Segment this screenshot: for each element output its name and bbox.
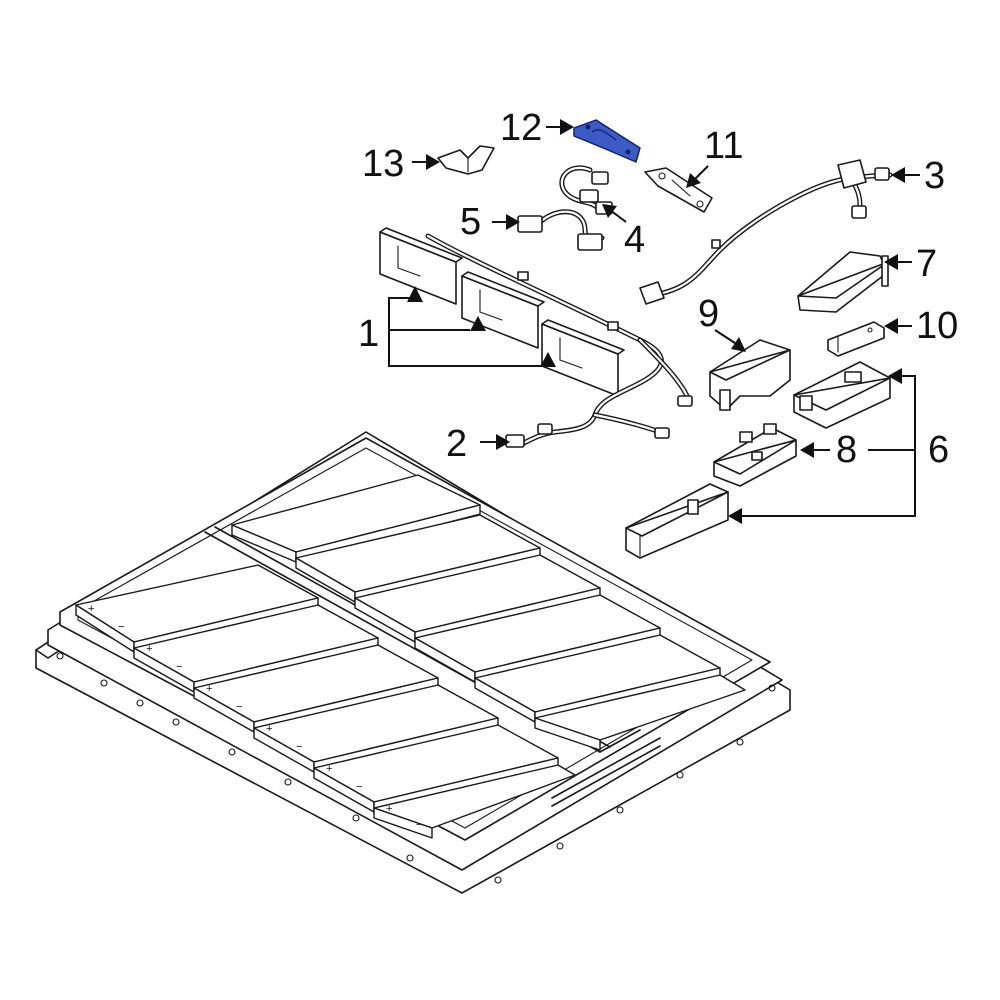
battery-cell-modules: + − + − + − + − + −: [75, 474, 746, 839]
callout-9[interactable]: 9: [698, 293, 719, 335]
cell-plus-mark: +: [326, 763, 332, 775]
callout-8[interactable]: 8: [836, 429, 857, 471]
tray-mounting-holes: [56, 652, 776, 884]
cell-plus-mark: +: [266, 723, 272, 735]
callout-7[interactable]: 7: [916, 243, 937, 285]
cell-minus-mark: −: [176, 661, 182, 673]
part-2-main-harness: [425, 233, 693, 448]
callout-2[interactable]: 2: [446, 423, 467, 465]
part-12-highlighted-bracket[interactable]: [573, 119, 641, 163]
callout-4[interactable]: 4: [624, 219, 645, 261]
part-11-bracket: [644, 167, 713, 213]
cell-minus-mark: −: [416, 819, 422, 831]
callout-11[interactable]: 11: [704, 125, 743, 167]
callout-3[interactable]: 3: [924, 155, 945, 197]
part-3-harness: [639, 159, 893, 305]
cell-minus-mark: −: [118, 621, 124, 633]
cell-module: [534, 674, 746, 751]
callout-numbers: 1 2 3 4 5 6 7 8 9 10 11 12 13: [358, 107, 958, 471]
cell-plus-mark: +: [386, 803, 392, 815]
part-1-module-covers: [379, 227, 625, 397]
cell-module: + −: [373, 764, 576, 839]
callout-6[interactable]: 6: [928, 429, 949, 471]
callout-1[interactable]: 1: [358, 313, 379, 355]
cell-plus-mark: +: [206, 683, 212, 695]
callout-10[interactable]: 10: [916, 305, 958, 347]
cell-minus-mark: −: [356, 781, 362, 793]
cell-minus-mark: −: [296, 741, 302, 753]
callout-leaders: [388, 119, 920, 524]
cell-plus-mark: +: [146, 643, 152, 655]
part-5-sensor-harness: [517, 209, 605, 251]
part-8-junction-block: [713, 423, 797, 487]
part-6-modules: [625, 361, 891, 559]
cell-minus-mark: −: [236, 701, 242, 713]
part-10-bracket: [827, 321, 885, 357]
part-13-bracket: [437, 145, 495, 175]
callout-13[interactable]: 13: [362, 143, 404, 185]
part-7-cover: [797, 251, 889, 313]
callout-12[interactable]: 12: [500, 107, 542, 149]
cell-plus-mark: +: [88, 603, 94, 615]
callout-5[interactable]: 5: [460, 201, 481, 243]
part-9-bracket-cover: [709, 339, 791, 411]
